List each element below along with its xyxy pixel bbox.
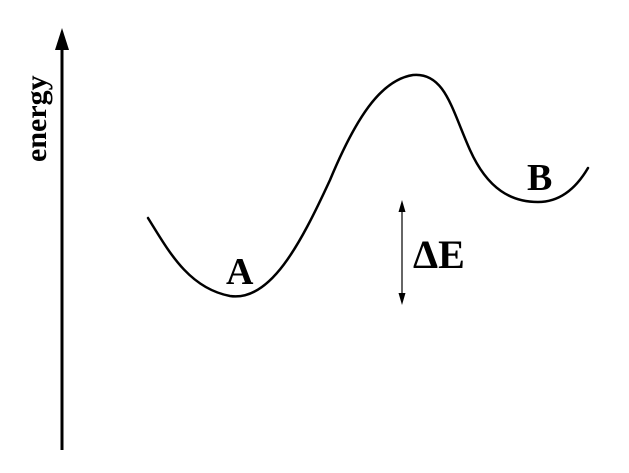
- energy-axis-arrowhead: [55, 28, 69, 50]
- delta-e-arrowhead-bottom: [398, 293, 406, 305]
- state-b-label: B: [527, 157, 552, 199]
- delta-e-arrowhead-top: [398, 200, 406, 212]
- energy-curve: [146, 73, 590, 298]
- state-a-label: A: [226, 251, 254, 293]
- energy-axis-label: energy: [20, 75, 53, 162]
- delta-e-label: ΔE: [413, 232, 465, 277]
